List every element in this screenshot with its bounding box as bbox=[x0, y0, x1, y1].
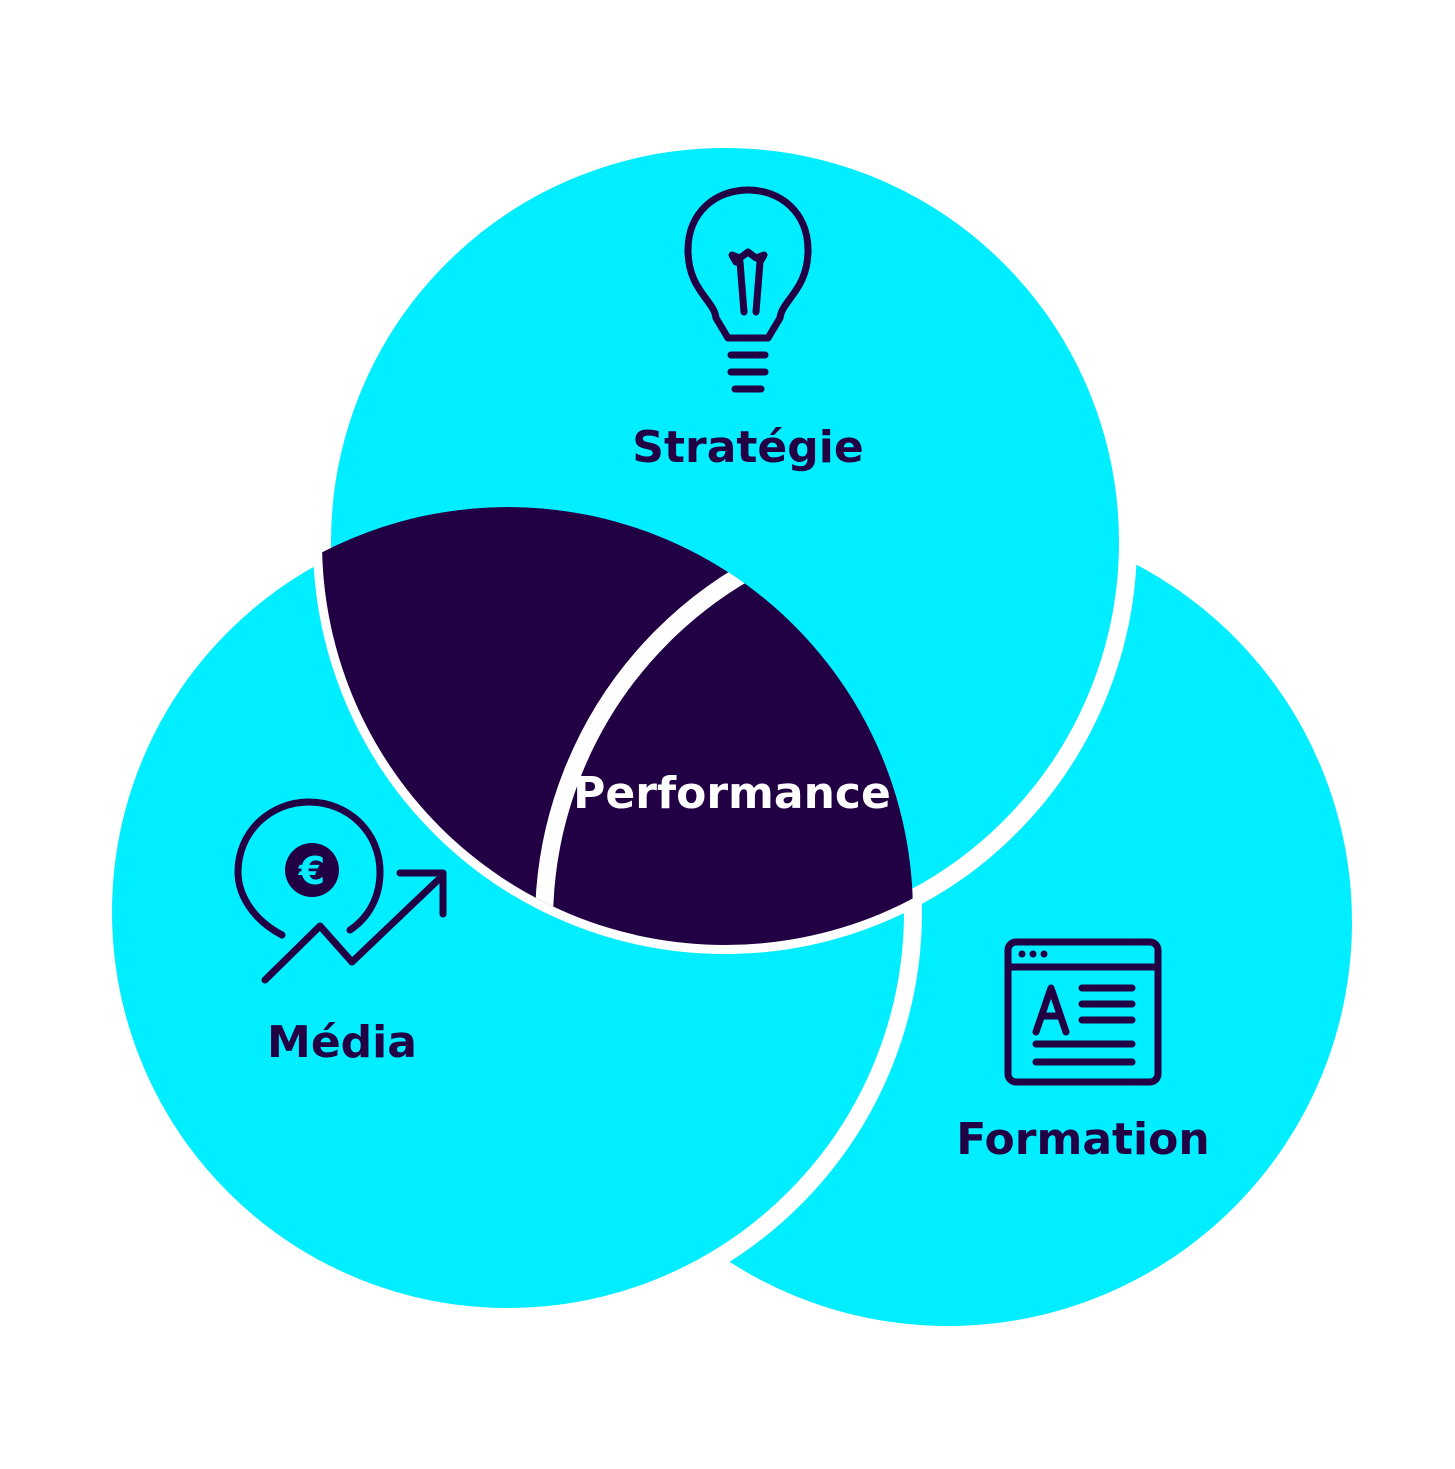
euro-symbol: € bbox=[298, 849, 325, 893]
window-dot-2 bbox=[1029, 950, 1037, 958]
formation-label: Formation bbox=[956, 1114, 1209, 1165]
document-window-icon bbox=[1004, 938, 1162, 1086]
window-dot-3 bbox=[1040, 950, 1048, 958]
euro-coin-icon bbox=[285, 843, 339, 897]
media-label: Média bbox=[267, 1017, 417, 1068]
strategie-label: Stratégie bbox=[632, 422, 863, 473]
window-dot-1 bbox=[1018, 950, 1026, 958]
euro-growth-icon bbox=[234, 798, 447, 984]
lightbulb-icon bbox=[684, 186, 812, 393]
performance-label: Performance bbox=[573, 768, 891, 819]
